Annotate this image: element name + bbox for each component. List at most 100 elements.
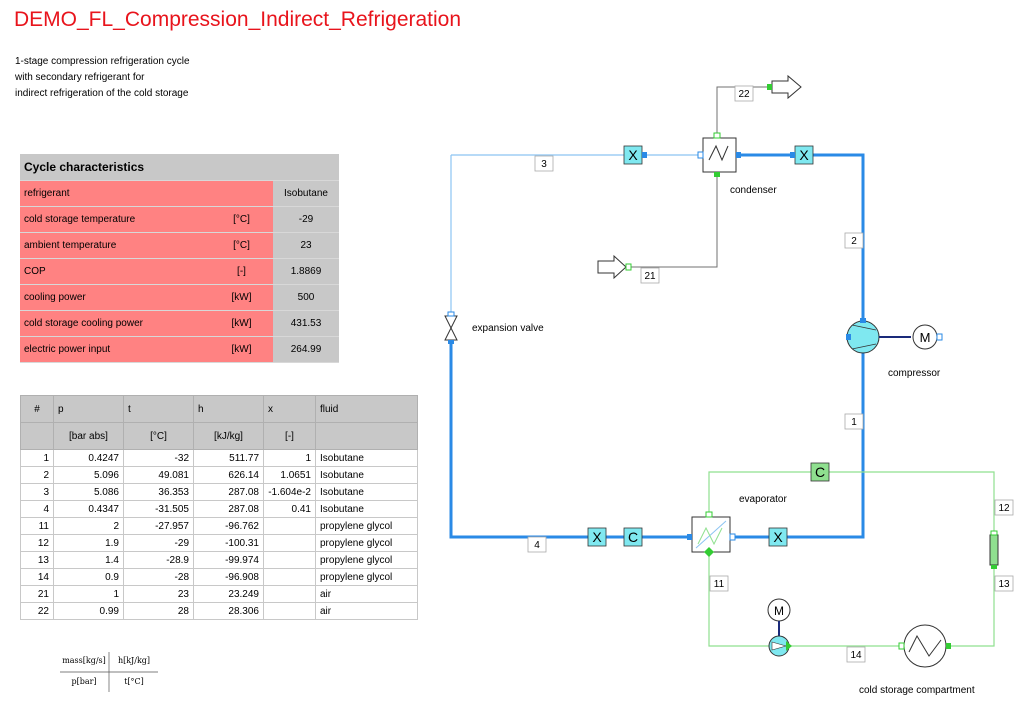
evaporator-icon xyxy=(687,511,736,557)
legend-lines xyxy=(60,652,158,692)
compressor-label: compressor xyxy=(888,368,941,379)
row-unit: [kW] xyxy=(210,310,273,337)
table-cell: air xyxy=(315,602,418,620)
row-value: 23 xyxy=(273,232,339,259)
row-value: 431.53 xyxy=(273,310,339,337)
table-cell: 22 xyxy=(20,602,54,620)
unit-header: [-] xyxy=(263,422,316,450)
svg-text:M: M xyxy=(920,330,931,345)
svg-text:X: X xyxy=(773,529,783,545)
unit-header: [kJ/kg] xyxy=(193,422,264,450)
unit-header xyxy=(20,422,54,450)
expansion-valve-label: expansion valve xyxy=(472,323,544,334)
row-value: Isobutane xyxy=(273,180,339,207)
row-unit xyxy=(210,180,273,207)
stream-label-11: 11 xyxy=(709,575,729,592)
svg-text:12: 12 xyxy=(998,503,1010,514)
svg-text:2: 2 xyxy=(851,236,857,247)
line-1 xyxy=(730,353,865,539)
line-12 xyxy=(708,471,995,535)
table-units-row: [bar abs] [°C] [kJ/kg] [-] xyxy=(20,422,418,450)
row-value: 264.99 xyxy=(273,336,339,363)
stream-label-3: 3 xyxy=(534,155,554,172)
svg-text:11: 11 xyxy=(714,579,725,590)
row-value: 1.8869 xyxy=(273,258,339,285)
svg-text:X: X xyxy=(799,147,809,163)
table-header-row: Cycle characteristics xyxy=(20,154,339,181)
line-13 xyxy=(947,565,995,647)
controller-icon: C xyxy=(810,462,830,482)
cold-storage-heat-exchanger-icon xyxy=(898,624,951,668)
stream-label-1: 1 xyxy=(844,413,864,430)
svg-text:21: 21 xyxy=(644,271,656,282)
state-table: # p t h x fluid [bar abs] [°C] [kJ/kg] [… xyxy=(20,395,418,620)
stream-label-21: 21 xyxy=(640,267,660,284)
stream-label-13: 13 xyxy=(994,575,1014,592)
svg-text:X: X xyxy=(628,147,638,163)
line-21 xyxy=(629,172,718,268)
pump-icon xyxy=(768,635,792,657)
table-row: cooling power [kW] 500 xyxy=(20,284,339,311)
table-row: electric power input [kW] 264.99 xyxy=(20,336,339,363)
row-name: cooling power xyxy=(20,284,210,311)
stream-label-14: 14 xyxy=(846,646,866,663)
table-row: COP [-] 1.8869 xyxy=(20,258,339,285)
table-header: Cycle characteristics xyxy=(20,154,210,181)
line-4 xyxy=(449,340,692,539)
row-unit: [-] xyxy=(210,258,273,285)
air-loop xyxy=(629,86,770,268)
table-row: cold storage temperature [°C] -29 xyxy=(20,206,339,233)
air-outlet-arrow-icon xyxy=(767,74,802,100)
flow-sensor-icon: X xyxy=(587,527,607,547)
air-inlet-arrow-icon xyxy=(597,254,632,280)
svg-text:C: C xyxy=(815,464,825,480)
row-unit: [kW] xyxy=(210,284,273,311)
svg-text:14: 14 xyxy=(850,650,862,661)
unit-header: [°C] xyxy=(123,422,194,450)
row-name: ambient temperature xyxy=(20,232,210,259)
svg-text:X: X xyxy=(592,529,602,545)
row-value: -29 xyxy=(273,206,339,233)
glycol-loop xyxy=(708,471,995,647)
table-row: cold storage cooling power [kW] 431.53 xyxy=(20,310,339,337)
flow-sensor-icon: X xyxy=(768,527,788,547)
svg-text:13: 13 xyxy=(998,579,1010,590)
legend-mass: mass[kg/s] xyxy=(62,656,106,665)
compressor-icon xyxy=(846,318,911,354)
svg-text:M: M xyxy=(774,604,784,618)
line-2 xyxy=(736,153,865,323)
table-cell: 28 xyxy=(123,602,194,620)
svg-text:4: 4 xyxy=(534,540,540,551)
cycle-characteristics-table: Cycle characteristics refrigerant Isobut… xyxy=(20,154,339,363)
cold-storage-label: cold storage compartment xyxy=(859,685,975,696)
legend: mass[kg/s] h[kJ/kg] p[bar] t[°C] xyxy=(60,652,158,692)
column-header: p xyxy=(53,395,124,423)
row-name: cold storage temperature xyxy=(20,206,210,233)
flow-sensor-icon: X xyxy=(790,145,814,165)
stream-label-2: 2 xyxy=(844,232,864,249)
legend-temperature: t[°C] xyxy=(124,677,144,686)
page-title: DEMO_FL_Compression_Indirect_Refrigerati… xyxy=(14,8,462,31)
table-cell: 0.99 xyxy=(53,602,124,620)
table-row: ambient temperature [°C] 23 xyxy=(20,232,339,259)
legend-pressure: p[bar] xyxy=(71,677,97,686)
pump-motor-icon: M xyxy=(767,598,791,636)
pipe-element-icon xyxy=(989,530,999,569)
evaporator-label: evaporator xyxy=(739,494,787,505)
svg-text:1: 1 xyxy=(851,417,857,428)
row-unit: [°C] xyxy=(210,232,273,259)
unit-header xyxy=(315,422,418,450)
condenser-icon xyxy=(697,132,741,177)
line-11 xyxy=(708,552,769,647)
row-value: 500 xyxy=(273,284,339,311)
column-header: # xyxy=(20,395,54,423)
unit-header: [bar abs] xyxy=(53,422,124,450)
expansion-valve-icon xyxy=(444,311,458,344)
